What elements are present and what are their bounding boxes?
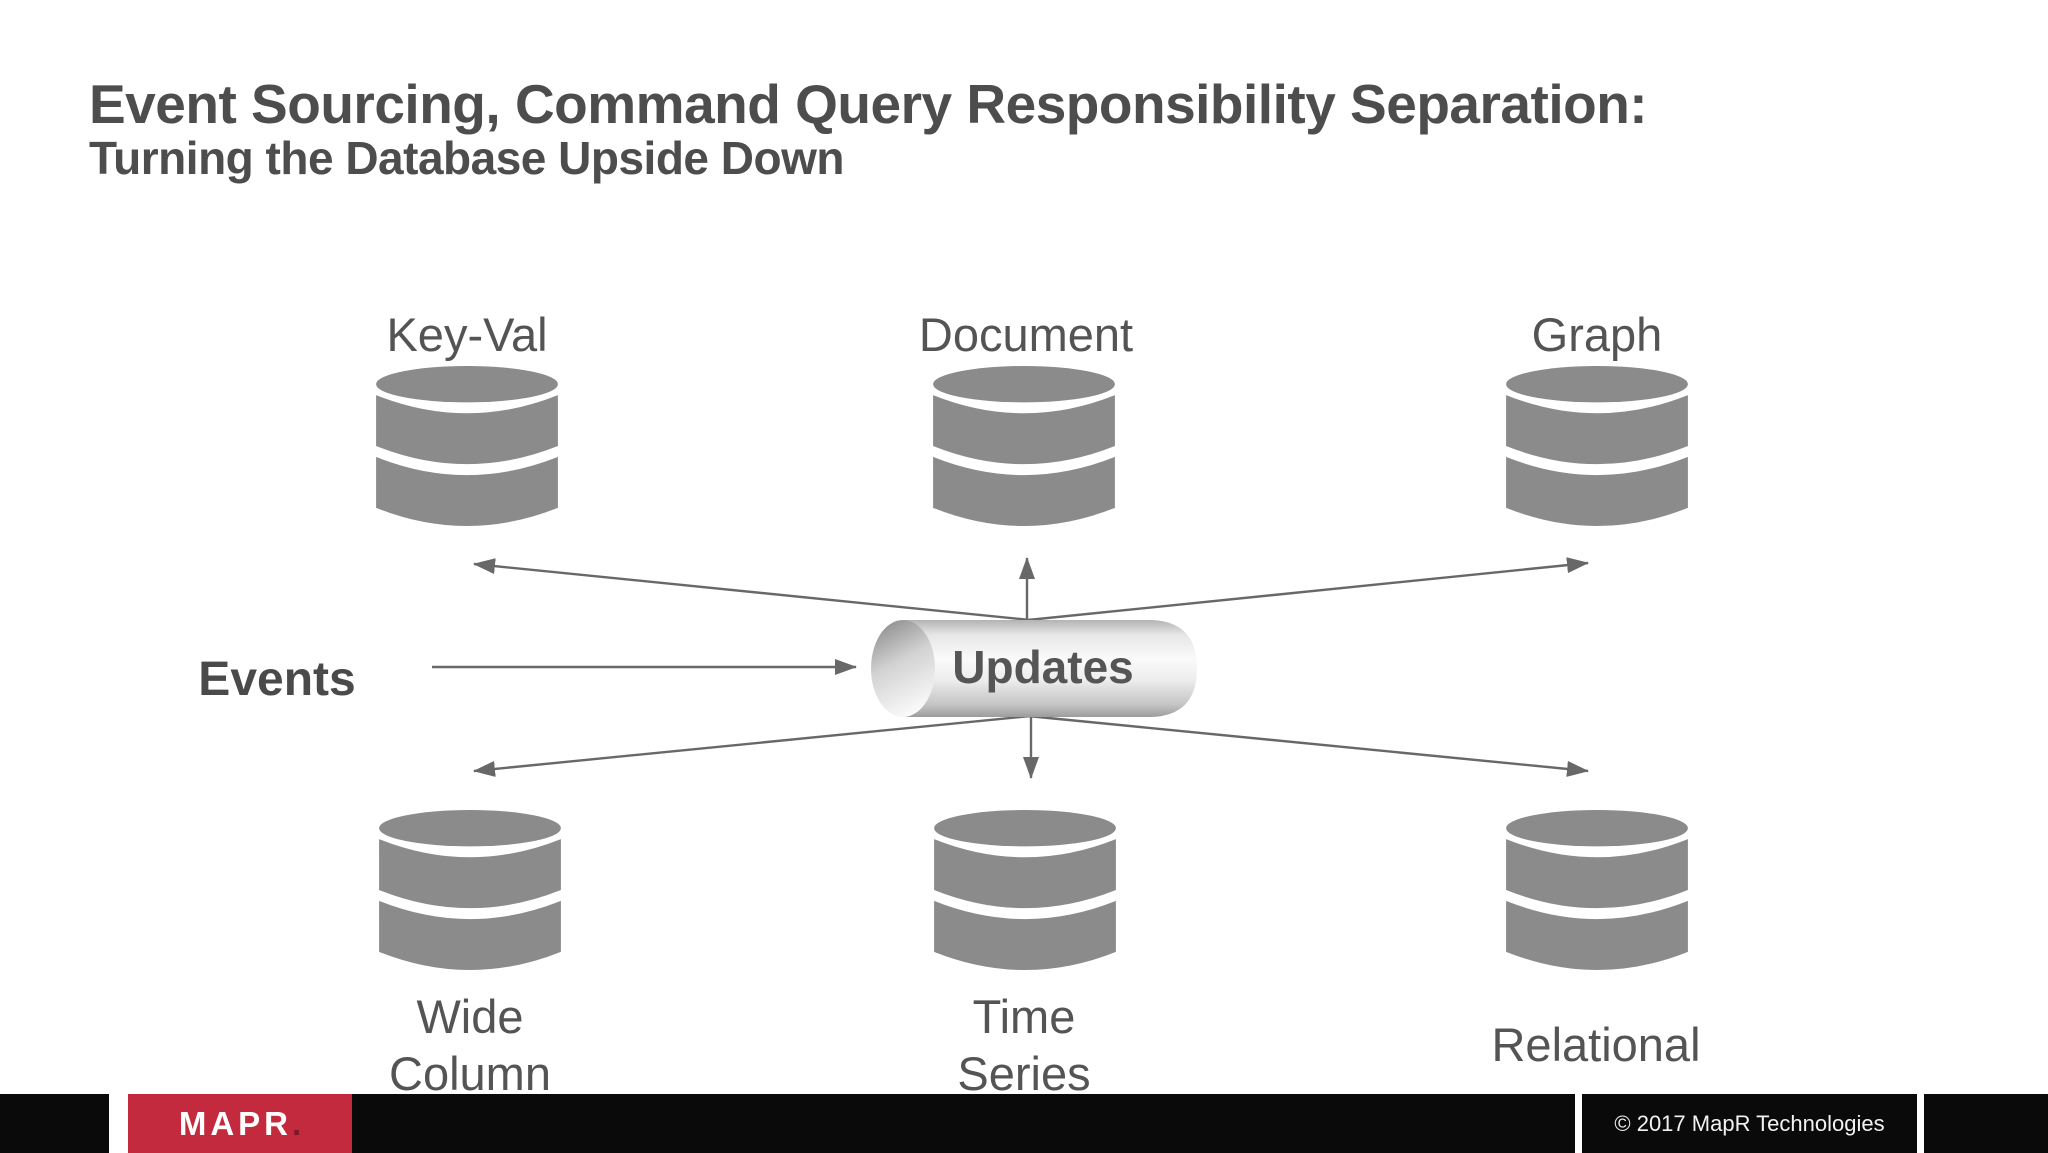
db-label-wide-column: Wide Column — [389, 988, 551, 1102]
db-label-line: Series — [957, 1047, 1091, 1100]
db-node-wide-column — [379, 810, 561, 970]
database-icon — [933, 366, 1115, 526]
db-label-document: Document — [918, 308, 1134, 361]
slide-title: Event Sourcing, Command Query Responsibi… — [89, 73, 1648, 135]
db-node-document — [933, 366, 1115, 526]
hub-cylinder-cap — [871, 620, 935, 717]
db-label-line: Wide — [416, 990, 524, 1043]
events-label: Events — [198, 653, 356, 706]
db-label-time-series: Time Series — [957, 988, 1090, 1102]
arrow-updates-to-keyval — [473, 558, 1031, 622]
footer-divider — [109, 1094, 128, 1153]
db-node-time-series — [934, 810, 1116, 970]
db-label-line: Time — [972, 990, 1076, 1043]
db-node-graph — [1506, 366, 1688, 526]
db-label-key-val: Key-Val — [386, 308, 548, 361]
database-icon — [379, 810, 561, 970]
database-icon — [934, 810, 1116, 970]
db-node-relational — [1506, 810, 1688, 970]
database-icon — [1506, 810, 1688, 970]
mapr-logo: MAPR. — [128, 1094, 352, 1153]
footer-divider — [1917, 1094, 1924, 1153]
arrow-updates-to-relational — [1027, 714, 1589, 777]
db-label-line: Column — [389, 1047, 551, 1100]
arrow-updates-to-wide-column — [473, 714, 1031, 777]
arrow-updates-to-graph — [1027, 557, 1589, 622]
db-label-relational: Relational — [1491, 1018, 1701, 1071]
db-node-key-val — [376, 366, 558, 526]
mapr-logo-text: MAPR — [178, 1105, 292, 1142]
footer-bar: MAPR. © 2017 MapR Technologies — [0, 1094, 2048, 1153]
footer-divider — [1575, 1094, 1582, 1153]
slide-subtitle: Turning the Database Upside Down — [89, 132, 845, 184]
copyright-text: © 2017 MapR Technologies — [1614, 1111, 1885, 1136]
updates-label: Updates — [952, 641, 1134, 693]
mapr-logo-dot: . — [292, 1104, 302, 1142]
database-icon — [1506, 366, 1688, 526]
db-label-graph: Graph — [1531, 308, 1663, 361]
database-icon — [376, 366, 558, 526]
